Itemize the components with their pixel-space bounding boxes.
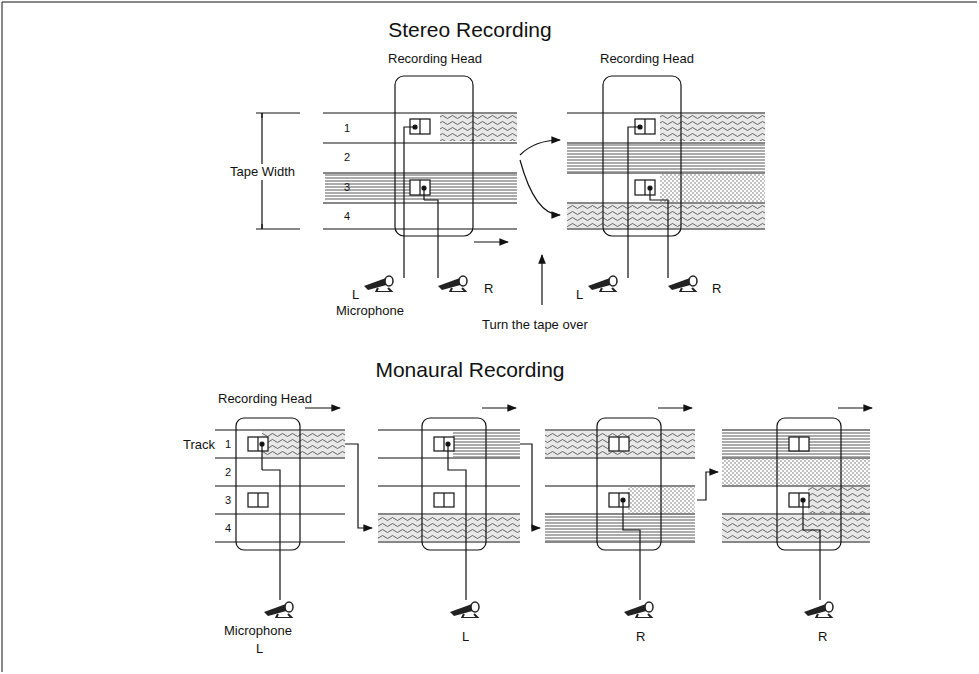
annotation-label: L <box>462 630 469 644</box>
track-number: 1 <box>225 438 231 450</box>
track-number: 2 <box>225 466 231 478</box>
track-number: 3 <box>344 181 350 193</box>
annotation-label: L <box>576 288 583 302</box>
section-title: Monaural Recording <box>375 358 564 381</box>
annotation-label: Tape Width <box>228 164 297 180</box>
annotation-label: Recording Head <box>218 392 312 406</box>
annotation-label: L <box>352 288 359 302</box>
annotation-label: Microphone <box>336 304 404 318</box>
track-number: 3 <box>225 494 231 506</box>
section-title: Stereo Recording <box>388 18 551 41</box>
annotation-label: R <box>712 282 721 296</box>
annotation-label: L <box>256 642 263 656</box>
annotation-label: Track <box>183 438 215 452</box>
track-number: 2 <box>344 151 350 163</box>
annotation-label: Recording Head <box>600 52 694 66</box>
annotation-label: Turn the tape over <box>482 318 588 332</box>
track-number: 4 <box>344 210 350 222</box>
annotation-label: Microphone <box>224 624 292 638</box>
track-number: 1 <box>344 122 350 134</box>
track-number: 4 <box>225 522 231 534</box>
annotation-label: R <box>484 282 493 296</box>
annotation-label: R <box>636 630 645 644</box>
annotation-label: Recording Head <box>388 52 482 66</box>
annotation-label: R <box>818 630 827 644</box>
